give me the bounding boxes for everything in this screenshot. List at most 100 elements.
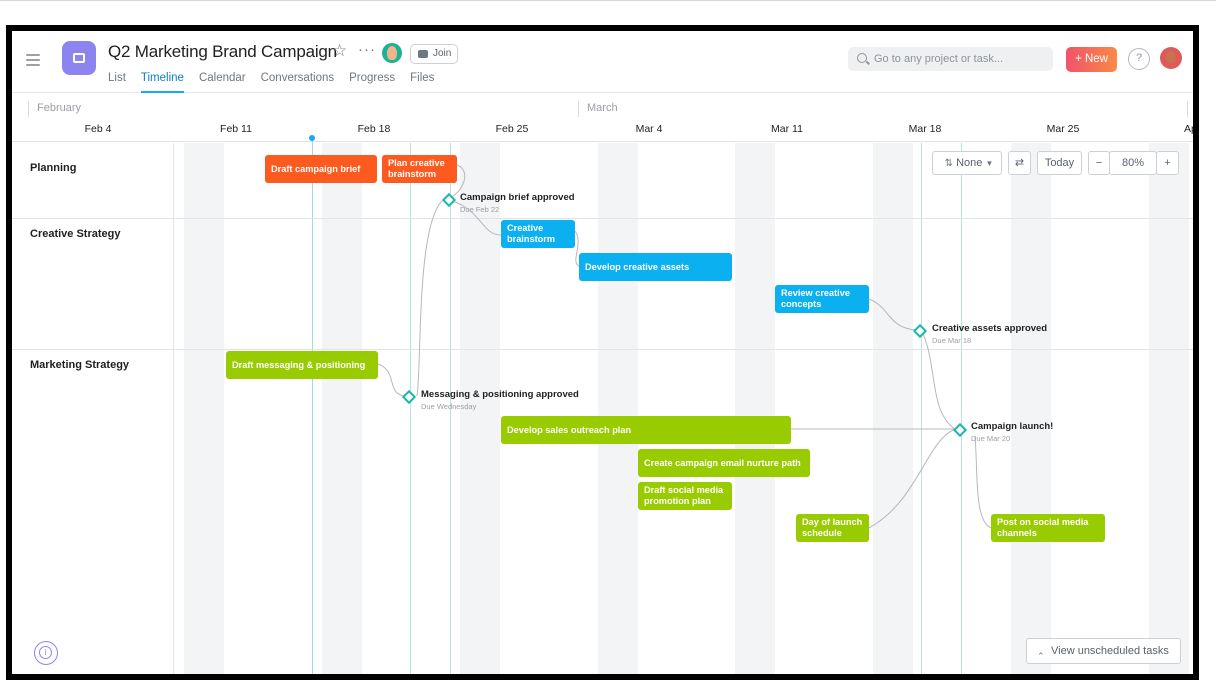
label-divider [12,218,174,219]
app-frame: Q2 Marketing Brand Campaign ☆ ··· Join L… [6,25,1199,680]
task-bar[interactable]: Plan creative brainstorm [382,155,457,183]
search-input[interactable]: Go to any project or task... [848,47,1053,71]
section-label-marketing-strategy[interactable]: Marketing Strategy [30,359,130,371]
join-button[interactable]: Join [410,44,458,64]
task-bar[interactable]: Draft messaging & positioning [226,351,378,379]
task-bar[interactable]: Create campaign email nurture path [638,449,810,477]
join-label: Join [433,48,452,59]
month-divider [1187,101,1193,117]
more-icon[interactable]: ··· [358,41,376,58]
info-button[interactable]: i [34,641,58,665]
weekend-stripe [873,143,913,674]
month-label: March [578,101,618,117]
milestone-label[interactable]: Messaging & positioning approved [421,389,579,400]
task-bar[interactable]: Creative brainstorm [501,220,575,248]
tab-files[interactable]: Files [410,72,435,84]
week-label: Feb 4 [84,123,112,135]
milestone-due: Due Mar 20 [971,434,1011,443]
project-tabs: List Timeline Calendar Conversations Pro… [108,71,449,93]
milestone-date-line [410,143,411,674]
tab-conversations[interactable]: Conversations [260,72,335,84]
milestone-date-line [921,143,922,674]
weekend-stripe [460,143,500,674]
help-icon[interactable]: ? [1128,48,1150,70]
star-icon[interactable]: ☆ [332,41,348,60]
milestone-date-line [961,143,962,674]
milestone-diamond-icon[interactable] [912,323,928,339]
tab-progress[interactable]: Progress [349,72,396,84]
task-bar[interactable]: Draft campaign brief [265,155,377,183]
section-divider [12,349,1193,350]
zoom-level: 80% [1109,151,1157,175]
chevron-down-icon: ▼ [985,159,994,168]
milestone-diamond-icon[interactable] [441,192,457,208]
label-divider [12,349,174,350]
task-bar[interactable]: Post on social media channels [991,514,1105,542]
week-label: Mar 25 [1046,123,1080,135]
weekend-stripe [735,143,775,674]
search-icon [857,53,867,63]
week-label: Ap [1184,123,1197,135]
milestone-label[interactable]: Campaign launch! [971,421,1054,432]
section-label-planning[interactable]: Planning [30,162,77,174]
chevron-up-icon: ⌃ [1037,651,1045,661]
milestone-due: Due Wednesday [421,402,477,411]
people-icon [418,50,428,58]
avatar[interactable] [382,43,402,63]
hamburger-menu-icon[interactable] [26,54,40,66]
new-button[interactable]: + New [1066,47,1117,72]
week-label: Feb 25 [495,123,529,135]
week-label: Mar 18 [908,123,942,135]
sort-icon: ⇅ [944,158,954,169]
swap-icon[interactable]: ⇄ [1008,151,1031,175]
window-top-border [0,0,1216,1]
task-bar[interactable]: Review creative concepts [775,285,869,313]
week-label: Mar 11 [771,123,803,135]
weekend-stripe [1149,143,1189,674]
section-divider [12,218,1193,219]
milestone-due: Due Mar 18 [932,336,972,345]
task-bar[interactable]: Draft social media promotion plan [638,482,732,510]
zoom-in-button[interactable]: + [1156,151,1179,175]
task-bar[interactable]: Develop sales outreach plan [501,416,791,444]
user-avatar[interactable] [1160,47,1182,69]
sort-label: None [956,157,983,169]
section-label-creative-strategy[interactable]: Creative Strategy [30,228,121,240]
tab-timeline[interactable]: Timeline [140,71,184,93]
unscheduled-label: View unscheduled tasks [1051,645,1169,657]
today-marker-dot [309,135,315,141]
month-header: February March [12,93,1193,117]
project-header: Q2 Marketing Brand Campaign ☆ ··· Join L… [12,31,1193,93]
week-label: Mar 4 [635,123,663,135]
view-unscheduled-tasks-button[interactable]: ⌃ View unscheduled tasks [1026,638,1181,664]
week-header: Feb 4 Feb 11 Feb 18 Feb 25 Mar 4 Mar 11 … [12,117,1193,142]
milestone-label[interactable]: Creative assets approved [932,323,1048,334]
task-bar[interactable]: Develop creative assets [579,253,732,281]
today-marker-line [312,137,313,674]
section-label-column: Planning Creative Strategy Marketing Str… [12,143,174,674]
weekend-stripe [598,143,638,674]
project-icon [62,41,96,75]
milestone-date-line [450,143,451,674]
zoom-out-button[interactable]: − [1088,151,1110,175]
milestone-due: Due Feb 22 [460,205,500,214]
tab-list[interactable]: List [108,72,126,84]
milestone-diamond-icon[interactable] [952,422,968,438]
tab-calendar[interactable]: Calendar [198,72,246,84]
weekend-stripe [1011,143,1051,674]
project-title[interactable]: Q2 Marketing Brand Campaign [108,42,337,61]
search-placeholder: Go to any project or task... [874,53,1004,65]
sort-dropdown[interactable]: ⇅ None ▼ [932,151,1002,175]
weekend-stripe [322,143,362,674]
month-label: February [28,101,81,117]
week-label: Feb 11 [220,123,252,135]
week-label: Feb 18 [357,123,391,135]
info-icon: i [39,646,52,659]
weekend-stripe [184,143,224,674]
milestone-label[interactable]: Campaign brief approved [460,192,575,203]
dependency-line [377,363,405,397]
task-bar[interactable]: Day of launch schedule [796,514,869,542]
today-button[interactable]: Today [1037,151,1082,175]
milestone-diamond-icon[interactable] [401,389,417,405]
dependency-line [974,435,992,529]
